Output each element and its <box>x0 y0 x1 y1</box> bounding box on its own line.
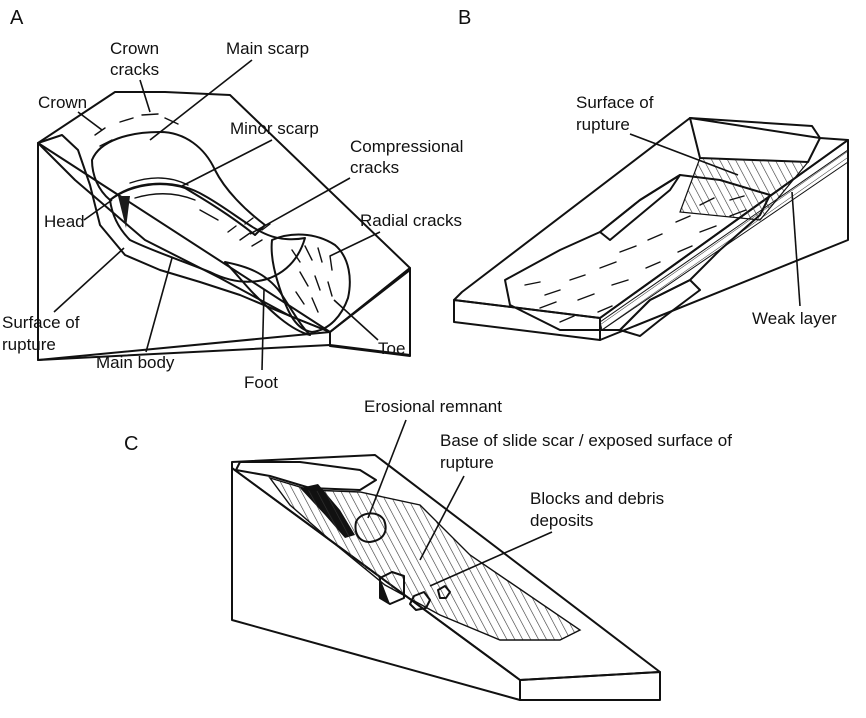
panel-b-block <box>453 117 849 341</box>
label-head: Head <box>44 212 85 231</box>
panel-c-block <box>231 454 661 701</box>
label-base-of-slide-scar-line2: rupture <box>440 453 494 472</box>
label-compressional-cracks-line1: Compressional <box>350 137 463 156</box>
label-weak-layer: Weak layer <box>752 309 837 328</box>
leader-foot <box>261 289 265 371</box>
label-foot: Foot <box>244 373 278 392</box>
leader-toe <box>333 299 379 341</box>
panel-c-labels: C Erosional remnant Base of slide scar /… <box>124 397 732 587</box>
label-base-of-slide-scar-line1: Base of slide scar / exposed surface of <box>440 431 732 450</box>
label-toe: Toe <box>378 339 405 358</box>
leader-weak-layer <box>791 191 801 307</box>
label-main-body: Main body <box>96 353 175 372</box>
label-crown: Crown <box>38 93 87 112</box>
label-surface-of-rupture-a-line2: rupture <box>2 335 56 354</box>
panel-a-labels: A Crown cracks Main scarp Crown Minor sc… <box>2 7 463 392</box>
leader-main-body <box>145 257 173 353</box>
panel-b-letter: B <box>458 7 471 29</box>
leader-surface-of-rupture-b <box>629 133 739 176</box>
leader-head <box>83 199 113 221</box>
label-crown-cracks-line2: cracks <box>110 60 159 79</box>
leader-crown-cracks <box>139 79 151 113</box>
label-minor-scarp: Minor scarp <box>230 119 319 138</box>
leader-main-scarp <box>149 59 253 141</box>
leader-compressional-cracks <box>249 177 351 235</box>
label-blocks-and-debris-line1: Blocks and debris <box>530 489 664 508</box>
label-compressional-cracks-line2: cracks <box>350 158 399 177</box>
leader-minor-scarp <box>181 139 273 187</box>
label-surface-of-rupture-a-line1: Surface of <box>2 313 80 332</box>
label-erosional-remnant: Erosional remnant <box>364 397 502 416</box>
leader-radial-cracks <box>329 231 381 257</box>
leader-base-of-slide-scar <box>419 475 465 561</box>
panel-c-letter: C <box>124 433 138 455</box>
leader-surface-of-rupture-a <box>53 247 125 313</box>
leader-crown <box>77 111 103 131</box>
panel-a-letter: A <box>10 7 24 29</box>
panel-a-block <box>37 91 411 361</box>
label-surface-of-rupture-b-line2: rupture <box>576 115 630 134</box>
label-crown-cracks-line1: Crown <box>110 39 159 58</box>
label-main-scarp: Main scarp <box>226 39 309 58</box>
label-radial-cracks: Radial cracks <box>360 211 462 230</box>
leader-erosional-remnant <box>367 419 407 519</box>
leader-blocks-and-debris <box>429 531 553 587</box>
label-blocks-and-debris-line2: deposits <box>530 511 593 530</box>
label-surface-of-rupture-b-line1: Surface of <box>576 93 654 112</box>
panel-b-labels: B Surface of rupture Weak layer <box>458 7 837 328</box>
